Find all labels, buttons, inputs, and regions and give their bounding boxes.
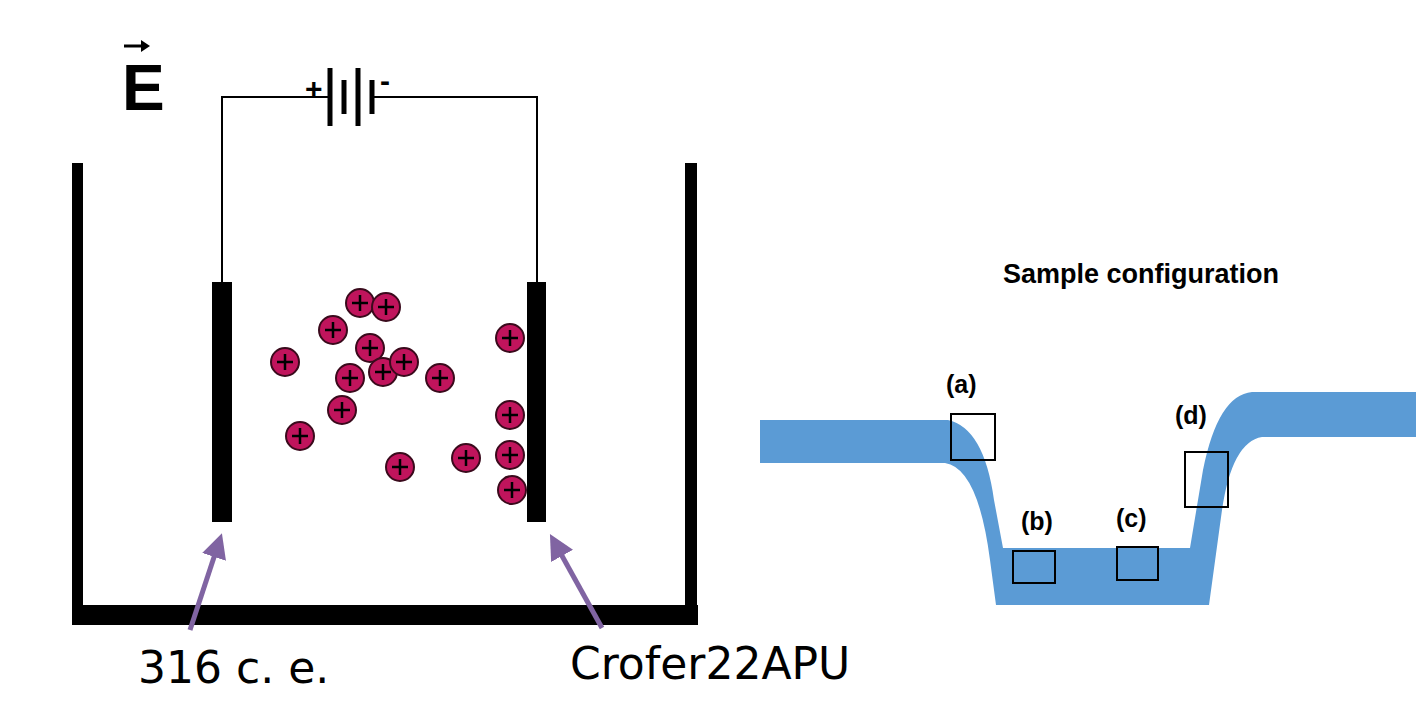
particle — [426, 364, 454, 392]
wire — [222, 97, 537, 283]
charged-particles — [271, 289, 526, 504]
plus-sign — [292, 428, 308, 444]
particle — [498, 476, 526, 504]
sample-cross-section — [760, 392, 1416, 605]
particle — [390, 348, 418, 376]
particle — [336, 364, 364, 392]
particle — [496, 401, 524, 429]
pointer-arrow — [190, 545, 602, 630]
counter-electrode — [212, 282, 232, 522]
plus-sign — [277, 354, 293, 370]
region-label: (a) — [946, 372, 977, 397]
region-label: (b) — [1021, 509, 1053, 534]
particle — [319, 316, 347, 344]
plus-sign — [342, 370, 358, 386]
particle — [372, 293, 400, 321]
polarity-sign: + — [305, 74, 323, 104]
plus-sign — [334, 402, 350, 418]
plus-sign — [362, 340, 378, 356]
electrode-label: Crofer22APU — [570, 642, 850, 686]
plus-sign — [504, 482, 520, 498]
inspection-box — [951, 414, 1228, 583]
beaker — [72, 163, 698, 625]
region-label: (c) — [1116, 506, 1147, 531]
particle — [286, 422, 314, 450]
plus-sign — [502, 407, 518, 423]
particle — [346, 289, 374, 317]
plus-sign — [458, 450, 474, 466]
particle — [328, 396, 356, 424]
particle — [452, 444, 480, 472]
plus-sign — [352, 295, 368, 311]
particle — [496, 441, 524, 469]
vector-arrow — [124, 40, 150, 52]
plus-sign — [375, 364, 391, 380]
plus-sign — [502, 330, 518, 346]
particle — [386, 453, 414, 481]
working-electrode — [527, 282, 546, 522]
plus-sign — [325, 322, 341, 338]
polarity-sign: - — [380, 66, 390, 96]
particle — [271, 348, 299, 376]
region-label: (d) — [1175, 403, 1207, 428]
section-title: Sample configuration — [1003, 261, 1279, 288]
plus-sign — [378, 299, 394, 315]
field-symbol: E — [122, 56, 165, 120]
plus-sign — [432, 370, 448, 386]
plus-sign — [502, 447, 518, 463]
plus-sign — [396, 354, 412, 370]
particle — [496, 324, 524, 352]
electrode-label: 316 c. e. — [138, 646, 329, 690]
plus-sign — [392, 459, 408, 475]
